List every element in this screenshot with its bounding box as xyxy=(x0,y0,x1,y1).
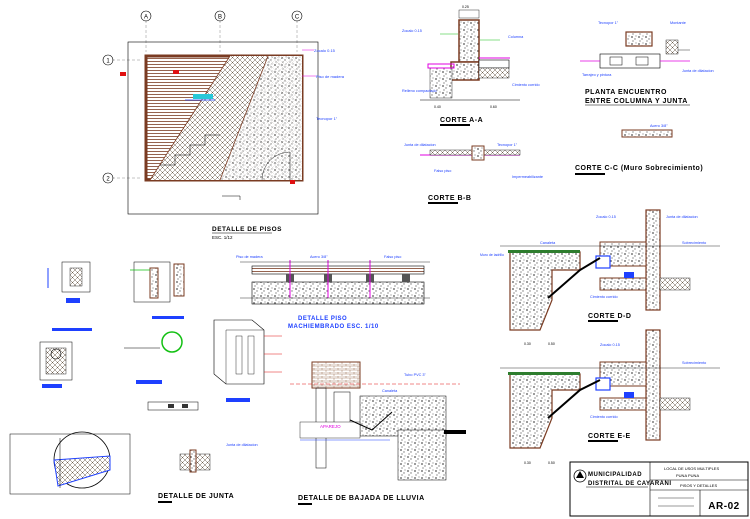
svg-text:DETALLE DE PISOS: DETALLE DE PISOS xyxy=(212,226,282,233)
svg-text:0.60: 0.60 xyxy=(490,105,497,109)
svg-text:1: 1 xyxy=(106,59,110,65)
section-c-title: CORTE C-C (Muro Sobrecimiento) xyxy=(575,165,703,175)
section-d-title: CORTE D-D xyxy=(588,313,631,322)
svg-text:APAREJO: APAREJO xyxy=(320,424,341,429)
svg-text:0.50: 0.50 xyxy=(548,461,555,465)
sheet-number: AR-02 xyxy=(708,501,739,512)
section-e-title: CORTE E-E xyxy=(588,433,631,442)
rain-detail-title: DETALLE DE BAJADA DE LLUVIA xyxy=(298,495,425,505)
row-marker-1: 1 xyxy=(102,54,114,66)
svg-text:Tecnopor 1": Tecnopor 1" xyxy=(316,116,338,121)
svg-text:PLANTA ENCUENTRO: PLANTA ENCUENTRO xyxy=(585,89,667,96)
svg-text:2: 2 xyxy=(106,177,110,183)
svg-text:Canaleta: Canaleta xyxy=(382,389,398,393)
row-marker-2: 2 xyxy=(102,172,114,184)
svg-text:Sobrecimiento: Sobrecimiento xyxy=(682,361,706,365)
svg-text:Relleno compactado: Relleno compactado xyxy=(402,89,437,93)
svg-text:0.40: 0.40 xyxy=(434,105,441,109)
rain-downpipe-detail: APAREJO Canaleta Tubo PVC 3" DETALLE DE … xyxy=(290,361,466,505)
svg-text:DETALLE DE BAJADA DE LLUVIA: DETALLE DE BAJADA DE LLUVIA xyxy=(298,495,425,502)
iso-box-detail xyxy=(213,319,282,402)
svg-text:Zocalo 0.15: Zocalo 0.15 xyxy=(314,48,336,53)
section-b-detail: Junta de dilatacion Tecnopor 1" Falso pi… xyxy=(404,143,543,204)
section-a-title: CORTE A-A xyxy=(440,117,483,126)
wood-floor-detail: Piso de madera Acero 3/8" Falso piso DET… xyxy=(236,255,430,330)
svg-text:Piso de madera: Piso de madera xyxy=(316,74,345,79)
svg-text:Tarrajeo y pintura: Tarrajeo y pintura xyxy=(582,73,612,77)
svg-text:Junta de dilatacion: Junta de dilatacion xyxy=(682,69,714,73)
svg-text:Junta de dilatacion: Junta de dilatacion xyxy=(404,143,436,147)
svg-text:CORTE B-B: CORTE B-B xyxy=(428,195,471,202)
svg-text:ENTRE COLUMNA Y JUNTA: ENTRE COLUMNA Y JUNTA xyxy=(585,98,688,105)
org-name-line2: DISTRITAL DE CAYARANI xyxy=(588,481,672,487)
sheet-name: PISOS Y DETALLES xyxy=(680,483,717,488)
svg-text:CORTE D-D: CORTE D-D xyxy=(588,313,631,320)
svg-text:Falso piso: Falso piso xyxy=(434,169,451,173)
svg-text:Zocalo 0.15: Zocalo 0.15 xyxy=(596,215,616,219)
svg-text:A: A xyxy=(144,15,148,21)
wood-floor-title: DETALLE PISO MACHIEMBRADO ESC. 1/10 xyxy=(288,316,379,330)
svg-text:Acero 3/8": Acero 3/8" xyxy=(310,255,328,259)
grid-marker-a: A xyxy=(140,10,152,22)
svg-text:Cimiento corrido: Cimiento corrido xyxy=(590,415,618,419)
svg-text:Impermeabilizante: Impermeabilizante xyxy=(512,175,543,179)
svg-text:Montante: Montante xyxy=(670,21,686,25)
svg-text:Columna: Columna xyxy=(508,35,524,39)
joint-small-details xyxy=(39,261,282,411)
joint-detail: Junta de dilatacion DETALLE DE JUNTA xyxy=(9,431,258,503)
svg-text:Muro de ladrillo: Muro de ladrillo xyxy=(480,253,504,257)
svg-text:CORTE C-C (Muro Sobrecimiento: CORTE C-C (Muro Sobrecimiento) xyxy=(575,165,703,172)
svg-text:Falso piso: Falso piso xyxy=(384,255,401,259)
svg-text:Canaleta: Canaleta xyxy=(540,241,556,245)
svg-text:0.30: 0.30 xyxy=(524,461,531,465)
section-e-detail: Zocalo 0.15 Sobrecimiento Cimiento corri… xyxy=(500,329,720,465)
column-joint-title: PLANTA ENCUENTRO ENTRE COLUMNA Y JUNTA xyxy=(585,89,690,106)
svg-text:Tecnopor 1": Tecnopor 1" xyxy=(598,21,619,25)
floor-detail-title: DETALLE DE PISOS ESC. 1/12 xyxy=(212,226,282,240)
svg-text:Cimiento corrido: Cimiento corrido xyxy=(512,83,540,87)
svg-text:CORTE A-A: CORTE A-A xyxy=(440,117,483,124)
svg-text:MACHIEMBRADO ESC. 1/10: MACHIEMBRADO ESC. 1/10 xyxy=(288,324,379,330)
grid-marker-c: C xyxy=(291,10,303,22)
svg-text:CORTE E-E: CORTE E-E xyxy=(588,433,631,440)
svg-text:Cimiento corrido: Cimiento corrido xyxy=(590,295,618,299)
svg-text:0.50: 0.50 xyxy=(548,342,555,346)
municipal-logo xyxy=(573,469,587,483)
floor-plan: A B C 1 2 xyxy=(102,10,345,215)
svg-text:Tubo PVC 3": Tubo PVC 3" xyxy=(404,373,427,377)
section-b-title: CORTE B-B xyxy=(428,195,471,204)
svg-text:Acero 3/8": Acero 3/8" xyxy=(650,124,668,128)
title-block: MUNICIPALIDAD DISTRITAL DE CAYARANI LOCA… xyxy=(569,461,749,517)
svg-text:Piso de madera: Piso de madera xyxy=(236,255,263,259)
section-c-detail: Acero 3/8" CORTE C-C (Muro Sobrecimiento… xyxy=(575,124,703,175)
svg-text:Zocalo 0.15: Zocalo 0.15 xyxy=(600,343,620,347)
svg-text:Zocalo 0.15: Zocalo 0.15 xyxy=(402,29,422,33)
svg-text:Junta de dilatacion: Junta de dilatacion xyxy=(666,215,698,219)
svg-text:Tecnopor 1": Tecnopor 1" xyxy=(497,143,518,147)
joint-detail-title: DETALLE DE JUNTA xyxy=(158,493,234,503)
green-circle-detail xyxy=(124,331,183,384)
svg-text:DETALLE DE JUNTA: DETALLE DE JUNTA xyxy=(158,493,234,500)
svg-text:C: C xyxy=(295,15,300,21)
grid-marker-b: B xyxy=(214,10,226,22)
svg-text:0.25: 0.25 xyxy=(462,5,469,9)
project-line2: PUNA PUNA xyxy=(676,473,699,478)
svg-text:Sobrecimiento: Sobrecimiento xyxy=(682,241,706,245)
svg-text:ESC. 1/12: ESC. 1/12 xyxy=(212,235,233,240)
svg-text:DETALLE PISO: DETALLE PISO xyxy=(298,316,347,322)
project-line1: LOCAL DE USOS MULTIPLES xyxy=(664,466,719,471)
org-name-line1: MUNICIPALIDAD xyxy=(588,472,642,478)
svg-text:B: B xyxy=(218,15,222,21)
section-d-detail: Muro de ladrillo Canaleta Zocalo 0.15 Ju… xyxy=(480,209,720,346)
column-joint-plan: Tecnopor 1" Montante Tarrajeo y pintura … xyxy=(580,21,714,106)
section-a-detail: Zocalo 0.15 Columna Relleno compactado C… xyxy=(402,5,540,126)
svg-text:Junta de dilatacion: Junta de dilatacion xyxy=(226,443,258,447)
svg-text:0.30: 0.30 xyxy=(524,342,531,346)
